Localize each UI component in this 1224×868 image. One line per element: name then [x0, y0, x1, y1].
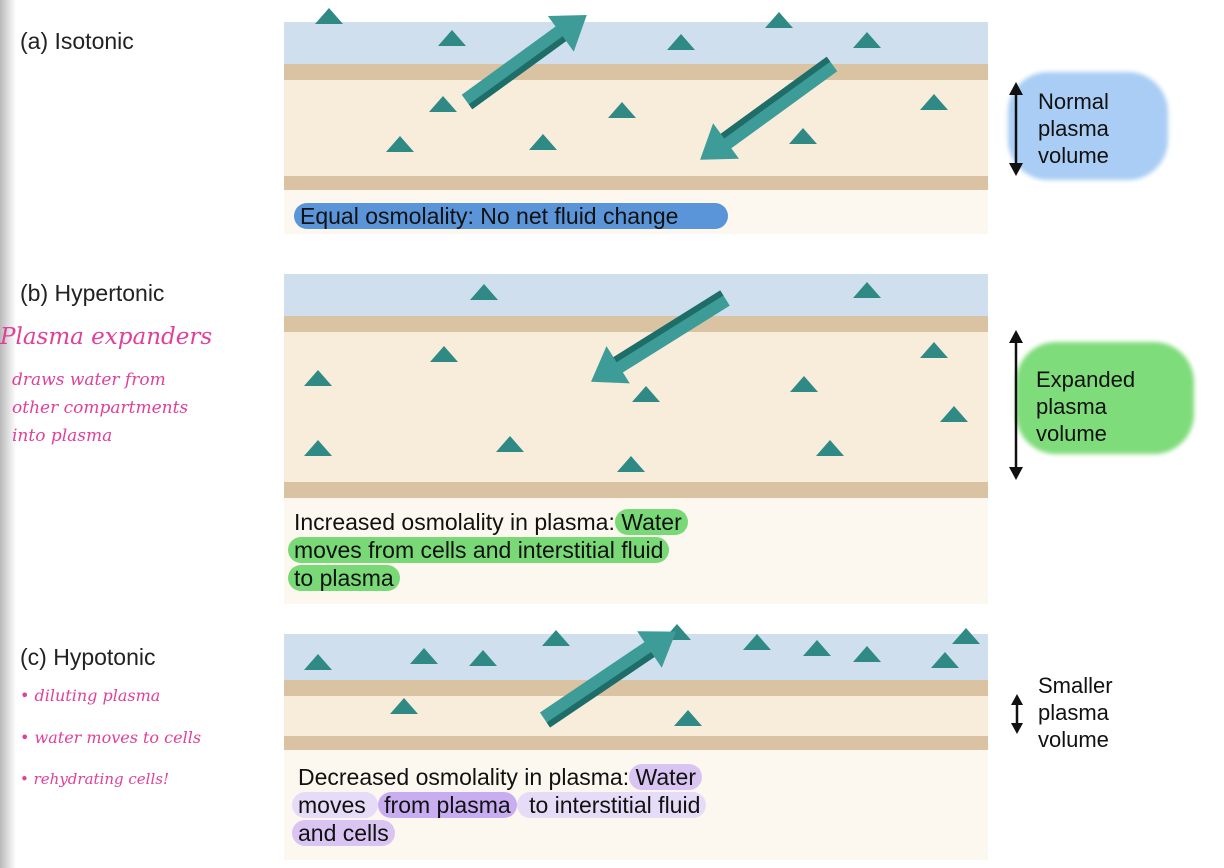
water-flow-arrow-down [591, 290, 730, 384]
plasma-compartment [284, 274, 988, 316]
solute-triangle [304, 440, 332, 456]
solute-markers [304, 282, 968, 472]
interstitial-compartment [284, 696, 988, 736]
cell-membrane [284, 736, 988, 750]
annotation-line: • rehydrating cells! [20, 770, 169, 788]
solute-triangle [469, 650, 497, 666]
caption-line: moves from plasma to interstitial fluid [292, 792, 707, 818]
volume-label-line: plasma [1038, 116, 1109, 141]
caption-line: Decreased osmolality in plasma: Water [298, 764, 702, 790]
volume-label-line: Normal [1038, 89, 1109, 114]
volume-label-line: volume [1038, 143, 1109, 168]
panel-b-caption: Increased osmolality in plasma: Water mo… [288, 508, 688, 592]
panel-b-title: (b) Hypertonic [20, 280, 165, 306]
annotation-line: • diluting plasma [20, 686, 161, 705]
capillary-wall [284, 316, 988, 332]
cell-membrane [284, 176, 988, 190]
solute-markers [315, 8, 948, 152]
plasma-volume-arrow [1009, 330, 1023, 480]
solute-triangle [410, 648, 438, 664]
solute-triangle [952, 628, 980, 644]
caption-segment: Decreased osmolality in plasma: [298, 764, 636, 790]
caption-segment: Equal osmolality: No net fluid change [294, 203, 729, 229]
caption-segment: Increased osmolality in plasma: [294, 509, 622, 535]
volume-label-line: volume [1038, 727, 1109, 752]
volume-label-normal: Normal plasma volume [1038, 88, 1109, 169]
plasma-volume-arrow [1011, 694, 1023, 734]
interstitial-compartment [284, 80, 988, 176]
annotation-line: draws water from [12, 370, 166, 390]
solute-triangle [940, 406, 968, 422]
caption-segment: moves from cells and interstitial fluid [288, 537, 670, 563]
solute-triangle [803, 640, 831, 656]
highlight-blob-green [1016, 342, 1194, 454]
water-flow-arrow-down [700, 56, 838, 160]
caption-segment: Water [629, 764, 702, 790]
solute-triangle [853, 646, 881, 662]
annotation-line: into plasma [12, 426, 113, 446]
solute-triangle [674, 710, 702, 726]
caption-line: Increased osmolality in plasma: Water [294, 509, 688, 535]
solute-triangle [542, 630, 570, 646]
water-flow-arrow-up [461, 15, 587, 110]
volume-label-line: plasma [1038, 700, 1109, 725]
solute-triangle [765, 12, 793, 28]
capillary-wall [284, 64, 988, 80]
highlight-blob-blue [1008, 72, 1168, 180]
solute-triangle [789, 128, 817, 144]
cell-membrane [284, 482, 988, 498]
solute-triangle [931, 652, 959, 668]
plasma-volume-arrow [1009, 82, 1023, 176]
solute-triangle [429, 96, 457, 112]
solute-triangle [920, 342, 948, 358]
caption-segment: moves [292, 792, 379, 818]
solute-triangle [790, 376, 818, 392]
caption-segment: to interstitial fluid [516, 792, 707, 818]
solute-triangle [816, 440, 844, 456]
annotation-line: • water moves to cells [20, 728, 202, 747]
solute-triangle [853, 282, 881, 298]
volume-label-expanded: Expanded plasma volume [1036, 366, 1135, 447]
caption-segment: from plasma [378, 792, 517, 818]
solute-triangle [470, 284, 498, 300]
capillary-wall [284, 680, 988, 696]
solute-triangle [632, 386, 660, 402]
panel-c-diagram [284, 624, 988, 860]
volume-label-smaller: Smaller plasma volume [1038, 672, 1113, 753]
caption-segment: to plasma [288, 565, 400, 591]
volume-label-line: volume [1036, 421, 1107, 446]
solute-triangle [386, 136, 414, 152]
solute-triangle [920, 94, 948, 110]
solute-triangle [430, 346, 458, 362]
solute-triangle [853, 32, 881, 48]
volume-label-line: Expanded [1036, 367, 1136, 392]
panel-c-title: (c) Hypotonic [20, 644, 156, 670]
solute-triangle [304, 370, 332, 386]
plasma-compartment [284, 22, 988, 66]
solute-triangle [438, 30, 466, 46]
annotation-line: Plasma expanders [0, 324, 213, 350]
page-edge-shadow [0, 0, 16, 868]
solute-markers [304, 624, 980, 726]
volume-label-line: plasma [1036, 394, 1107, 419]
solute-triangle [304, 654, 332, 670]
panel-a-diagram [284, 8, 988, 234]
caption-segment: and cells [292, 820, 395, 846]
annotation-line: other compartments [12, 398, 189, 418]
panel-c-caption: Decreased osmolality in plasma: Water mo… [292, 763, 707, 847]
solute-triangle [390, 698, 418, 714]
solute-triangle [743, 634, 771, 650]
panel-a-caption: Equal osmolality: No net fluid change [294, 202, 729, 230]
solute-triangle [608, 102, 636, 118]
panel-a-title: (a) Isotonic [20, 28, 134, 54]
solute-triangle [496, 436, 524, 452]
solute-triangle [667, 34, 695, 50]
solute-triangle [617, 456, 645, 472]
water-flow-arrow-down [539, 631, 676, 728]
solute-triangle [315, 8, 343, 24]
solute-triangle [529, 134, 557, 150]
caption-segment: Water [615, 509, 688, 535]
volume-label-line: Smaller [1038, 673, 1113, 698]
